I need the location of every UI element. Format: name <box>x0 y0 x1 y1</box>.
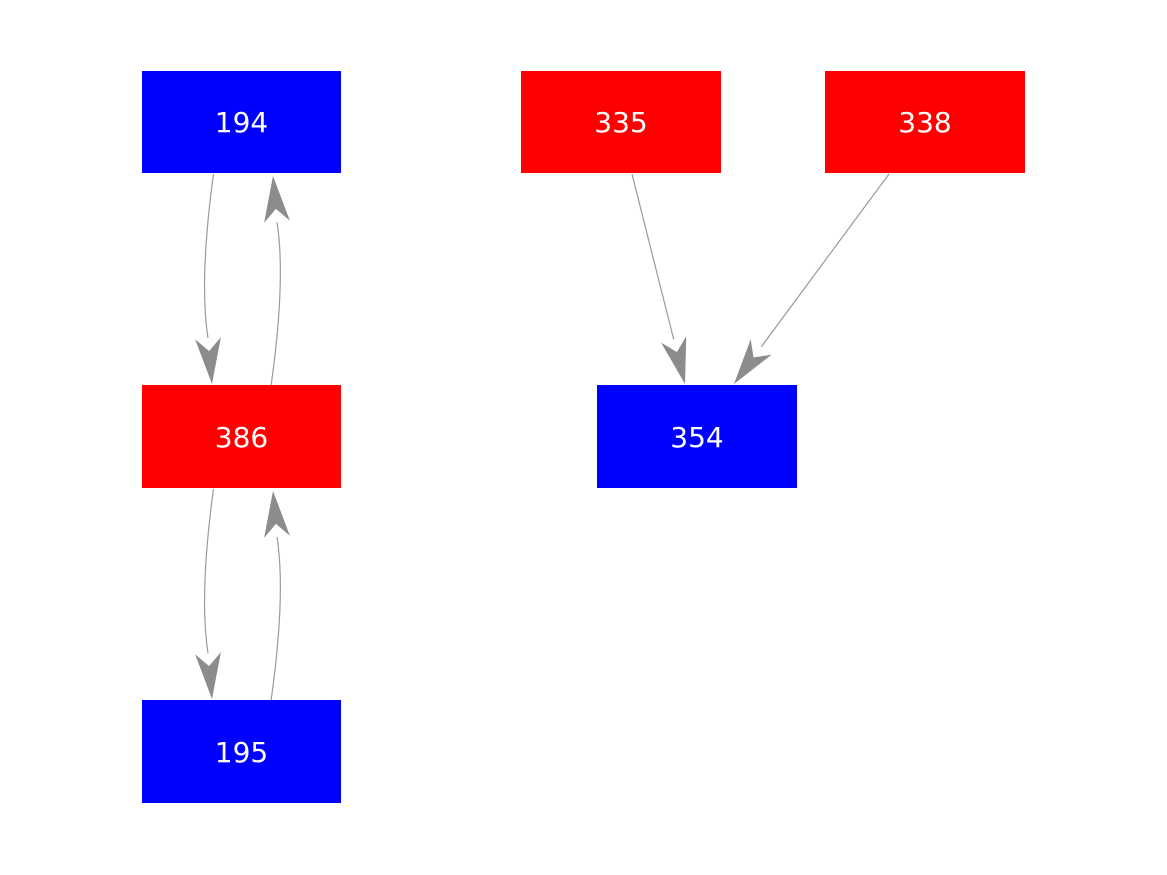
node-338-box <box>825 71 1025 173</box>
node-386-label: 386 <box>215 421 268 454</box>
node-194-label: 194 <box>215 106 268 139</box>
edge-195-to-386 <box>270 536 281 702</box>
arrowhead-335-to-354 <box>661 336 687 384</box>
node-195: 195 <box>142 700 341 803</box>
arrowhead-338-to-354 <box>734 339 772 384</box>
edges-layer <box>195 173 890 702</box>
node-195-box <box>142 700 341 803</box>
node-354-box <box>597 385 797 488</box>
edge-335-to-354 <box>631 173 675 340</box>
arrowhead-194-to-386 <box>195 337 221 384</box>
node-194: 194 <box>142 71 341 173</box>
node-335-box <box>521 71 721 173</box>
edge-386-to-195 <box>203 488 215 654</box>
node-338-label: 338 <box>898 106 951 139</box>
node-194-box <box>142 71 341 173</box>
node-335-label: 335 <box>594 106 647 139</box>
edge-338-to-354 <box>760 173 890 348</box>
node-354-label: 354 <box>670 421 723 454</box>
arrowhead-386-to-195 <box>195 652 221 699</box>
node-195-label: 195 <box>215 736 268 769</box>
node-354: 354 <box>597 385 797 488</box>
node-338: 338 <box>825 71 1025 173</box>
arrowhead-195-to-386 <box>264 491 290 538</box>
node-386: 386 <box>142 385 341 488</box>
node-335: 335 <box>521 71 721 173</box>
nodes-layer: 194 386 195 335 338 354 <box>142 71 1025 803</box>
node-386-box <box>142 385 341 488</box>
edge-194-to-386 <box>203 173 215 339</box>
edge-386-to-194 <box>270 221 281 387</box>
arrowhead-386-to-194 <box>264 176 290 223</box>
